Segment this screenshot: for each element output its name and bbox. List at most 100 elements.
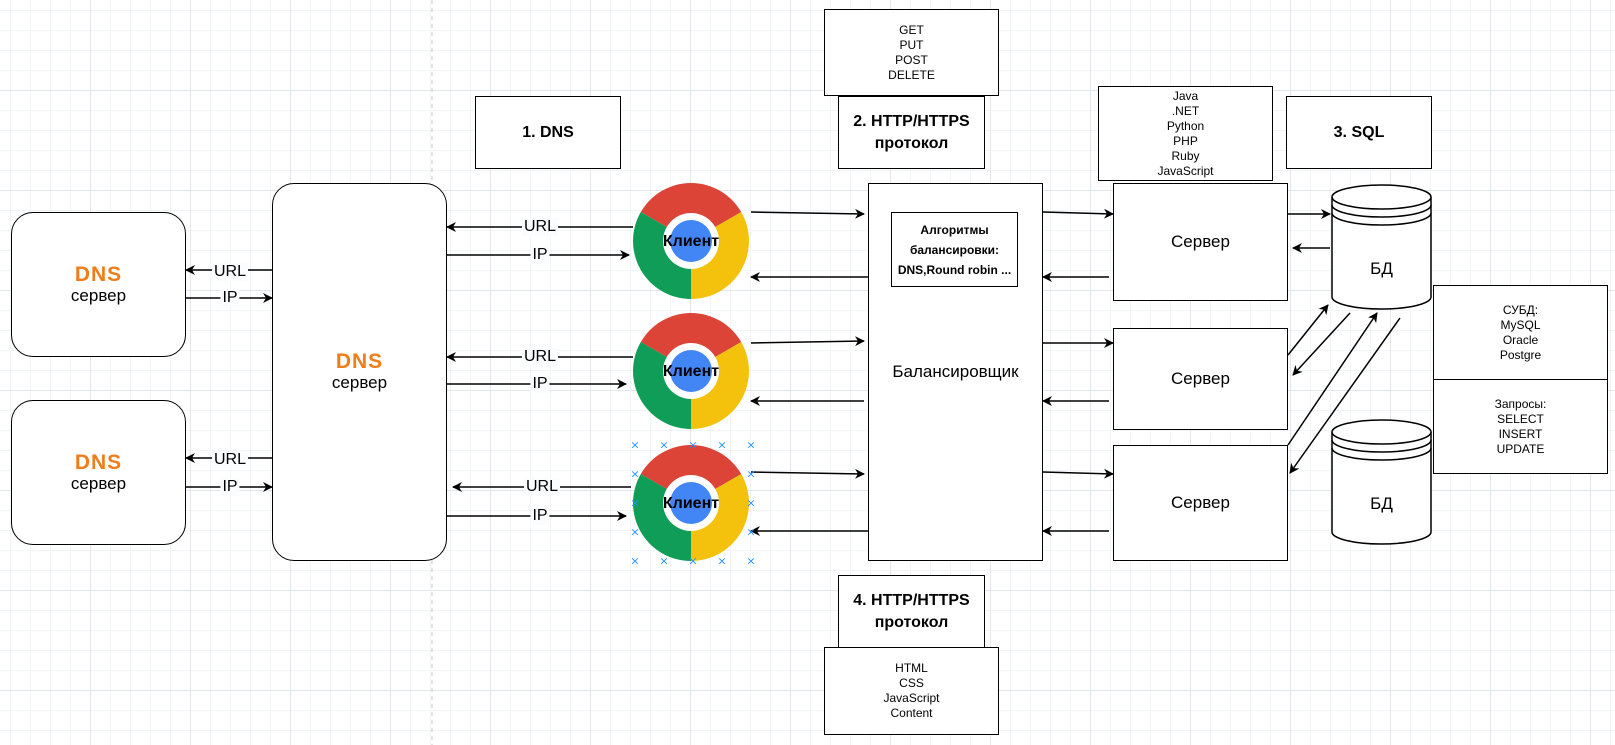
client-3-selected[interactable]: Клиент [633, 445, 749, 561]
connector-arrow-sql[interactable] [1292, 312, 1351, 376]
algorithms-line1: Алгоритмы [920, 222, 989, 237]
step-http-request-line2: протокол [874, 134, 949, 152]
connector-arrow-req[interactable] [1042, 208, 1114, 219]
connector-arrow-sql[interactable] [1289, 317, 1401, 474]
step-http-request-line1: 2. HTTP/HTTPS [853, 112, 970, 130]
step-http-request-box[interactable]: 2. HTTP/HTTPS протокол [838, 96, 985, 169]
dbms-item: Postgre [1499, 347, 1542, 362]
edge-label-url: URL [211, 263, 249, 281]
chrome-icon [633, 445, 749, 561]
http-methods-box[interactable]: GET PUT POST DELETE [824, 9, 999, 96]
edge-label-url: URL [523, 478, 561, 496]
query-item: INSERT [1498, 426, 1543, 441]
response-content-box[interactable]: HTML CSS JavaScript Content [824, 647, 999, 735]
dbms-list-box[interactable]: СУБД: MySQL Oracle Postgre [1433, 285, 1608, 380]
database-label: БД [1370, 259, 1393, 278]
selection-handle-icon[interactable]: × [746, 525, 756, 539]
selection-handle-icon[interactable]: × [630, 467, 640, 481]
connector-arrow-sql[interactable] [1287, 312, 1378, 446]
chrome-icon [633, 313, 749, 429]
dns-logo-icon: DNS [74, 262, 123, 286]
http-method-item: GET [899, 22, 924, 37]
database-cylinder-icon [1331, 184, 1432, 310]
edge-label-ip: IP [530, 246, 550, 264]
app-server-1[interactable]: Сервер [1113, 183, 1288, 301]
edge-label-ip: IP [530, 507, 550, 525]
selection-handle-icon[interactable]: × [659, 438, 669, 452]
load-balancer-label: Балансировщик [892, 362, 1019, 381]
dbms-title: СУБД: [1502, 302, 1539, 317]
selection-handle-icon[interactable]: × [746, 496, 756, 510]
selection-handle-icon[interactable]: × [717, 554, 727, 568]
server-label: Сервер [1171, 232, 1230, 251]
step-http-response-line2: протокол [874, 613, 949, 631]
app-server-3[interactable]: Сервер [1113, 445, 1288, 561]
edge-label-url: URL [211, 451, 249, 469]
algorithms-line3: DNS,Round robin ... [897, 262, 1012, 277]
connector-arrow-req[interactable] [750, 208, 865, 219]
selection-handle-icon[interactable]: × [717, 438, 727, 452]
response-content-item: CSS [899, 676, 924, 690]
step-http-response-line1: 4. HTTP/HTTPS [853, 591, 970, 609]
server-label: Сервер [1171, 369, 1230, 388]
selection-handle-icon[interactable]: × [746, 467, 756, 481]
languages-box[interactable]: Java .NET Python PHP Ruby JavaScript [1098, 86, 1273, 181]
algorithms-line2: балансировки: [909, 242, 1000, 257]
connector-arrow-req[interactable] [750, 336, 865, 347]
balancing-algorithms-box[interactable]: Алгоритмы балансировки: DNS,Round robin … [891, 212, 1018, 287]
client-1[interactable]: Клиент [633, 183, 749, 299]
client-label: Клиент [662, 363, 720, 380]
language-item: JavaScript [1157, 163, 1214, 178]
step-dns-box[interactable]: 1. DNS [475, 96, 621, 169]
dns-server-label: сервер [331, 373, 388, 392]
client-label: Клиент [662, 233, 720, 250]
selection-handle-icon[interactable]: × [630, 554, 640, 568]
app-server-2[interactable]: Сервер [1113, 328, 1288, 430]
sql-queries-box[interactable]: Запросы: SELECT INSERT UPDATE [1433, 379, 1608, 474]
chrome-icon [633, 183, 749, 299]
selection-handle-icon[interactable]: × [688, 554, 698, 568]
edge-label-ip: IP [220, 478, 240, 496]
database-2[interactable]: БД [1330, 418, 1433, 546]
language-item: Ruby [1171, 148, 1200, 163]
edge-label-url: URL [521, 348, 559, 366]
selection-handle-icon[interactable]: × [630, 496, 640, 510]
dns-logo-icon: DNS [74, 450, 123, 474]
connector-arrow-req[interactable] [750, 468, 865, 479]
response-content-item: Content [890, 706, 933, 720]
response-content-item: HTML [895, 661, 928, 675]
edge-label-ip: IP [220, 289, 240, 307]
selection-handle-icon[interactable]: × [659, 554, 669, 568]
selection-handle-icon[interactable]: × [630, 525, 640, 539]
edge-label-ip: IP [530, 375, 550, 393]
dns-server-small-2[interactable]: DNS сервер [11, 400, 186, 545]
database-cylinder-icon [1331, 419, 1432, 545]
server-label: Сервер [1171, 493, 1230, 512]
step-http-response-box[interactable]: 4. HTTP/HTTPS протокол [838, 575, 985, 648]
dns-server-label: сервер [70, 285, 127, 305]
step-dns-label: 1. DNS [522, 123, 574, 141]
queries-title: Запросы: [1494, 396, 1547, 411]
dns-server-small-1[interactable]: DNS сервер [11, 212, 186, 357]
client-label: Клиент [662, 495, 720, 512]
database-1[interactable]: БД [1330, 183, 1433, 311]
selection-handle-icon[interactable]: × [688, 438, 698, 452]
dbms-item: Oracle [1502, 332, 1539, 347]
language-item: Python [1166, 118, 1205, 133]
selection-handle-icon[interactable]: × [746, 554, 756, 568]
language-item: Java [1172, 88, 1199, 103]
database-label: БД [1370, 494, 1393, 513]
selection-handle-icon[interactable]: × [630, 438, 640, 452]
dns-server-main[interactable]: DNS сервер [272, 183, 447, 561]
selection-handle-icon[interactable]: × [746, 438, 756, 452]
connector-arrow-req[interactable] [1042, 468, 1114, 479]
http-method-item: POST [895, 52, 928, 67]
language-item: PHP [1173, 133, 1198, 148]
step-sql-box[interactable]: 3. SQL [1286, 96, 1432, 169]
query-item: UPDATE [1496, 441, 1545, 456]
language-item: .NET [1171, 103, 1200, 118]
connector-arrow-sql[interactable] [1287, 304, 1329, 356]
dns-logo-icon: DNS [335, 350, 384, 373]
client-2[interactable]: Клиент [633, 313, 749, 429]
